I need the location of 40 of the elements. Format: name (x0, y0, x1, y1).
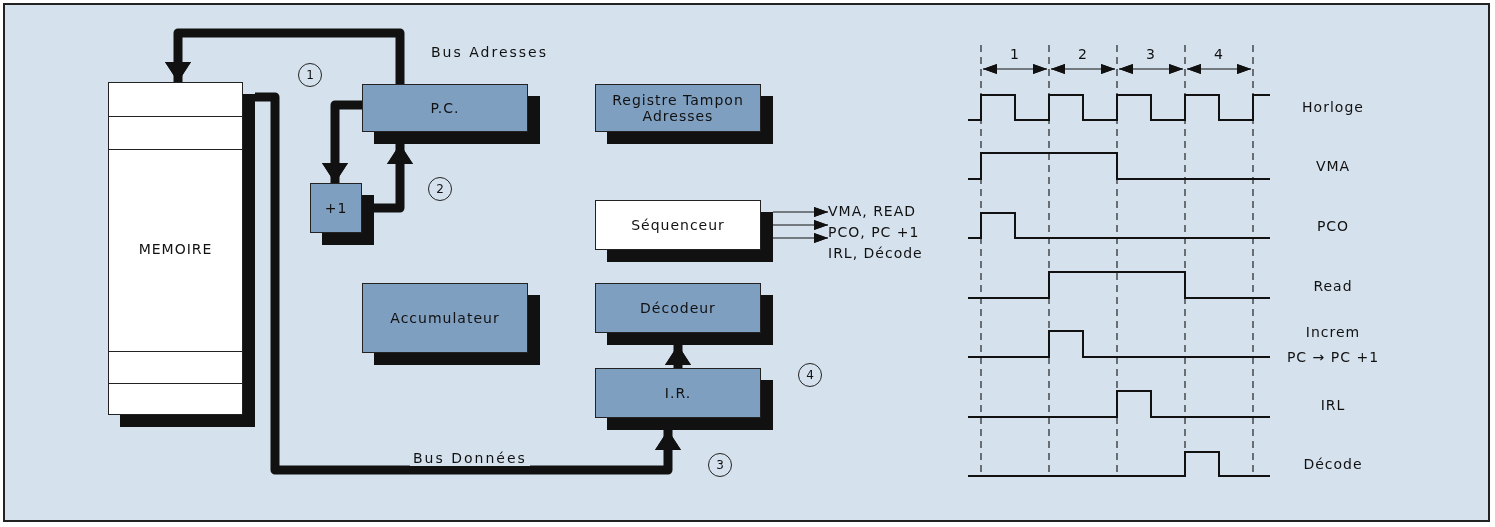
box-label: Accumulateur (390, 310, 500, 326)
bus-arrow (374, 144, 413, 213)
signal-name: PCO, PC +1 (828, 224, 920, 240)
signal-name: IRL, Décode (828, 245, 923, 261)
register-box (310, 183, 374, 245)
signal-name: Increm (1305, 324, 1361, 340)
period-number: 1 (1010, 46, 1020, 62)
signal-name: IRL (1320, 397, 1346, 413)
bus-arrow (665, 345, 691, 368)
box-label: +1 (324, 200, 348, 216)
register-box (362, 283, 540, 365)
signal-name: PCO (1316, 218, 1350, 234)
bus-arrow (322, 100, 362, 183)
edge-label: Bus Données (410, 450, 530, 466)
box-label: Séquenceur (631, 217, 725, 233)
register-box (362, 84, 540, 144)
bus-arrow (255, 92, 681, 475)
signal-name: PC → PC +1 (1286, 349, 1380, 365)
register-box (595, 368, 773, 430)
signal-name: Décode (1303, 456, 1363, 472)
period-number: 3 (1146, 46, 1156, 62)
box-label: Registre Tampon Adresses (611, 92, 745, 124)
register-box (595, 283, 773, 345)
signal-name: Horloge (1302, 99, 1364, 115)
box-label: MEMOIRE (138, 240, 213, 257)
box-label: P.C. (430, 100, 460, 116)
arrow (772, 233, 829, 243)
signal-name: VMA, READ (828, 203, 917, 219)
box-label: Décodeur (640, 300, 716, 316)
sequencer-box (595, 200, 773, 262)
signal-name: VMA (1315, 158, 1351, 174)
period-number: 4 (1214, 46, 1224, 62)
period-number: 2 (1078, 46, 1088, 62)
box-label: I.R. (664, 385, 692, 401)
arrow (772, 207, 829, 217)
bus-arrow (165, 28, 405, 84)
signal-name: Read (1313, 278, 1353, 294)
arrow (772, 220, 829, 230)
memory-block (108, 82, 255, 427)
register-box (595, 84, 773, 144)
